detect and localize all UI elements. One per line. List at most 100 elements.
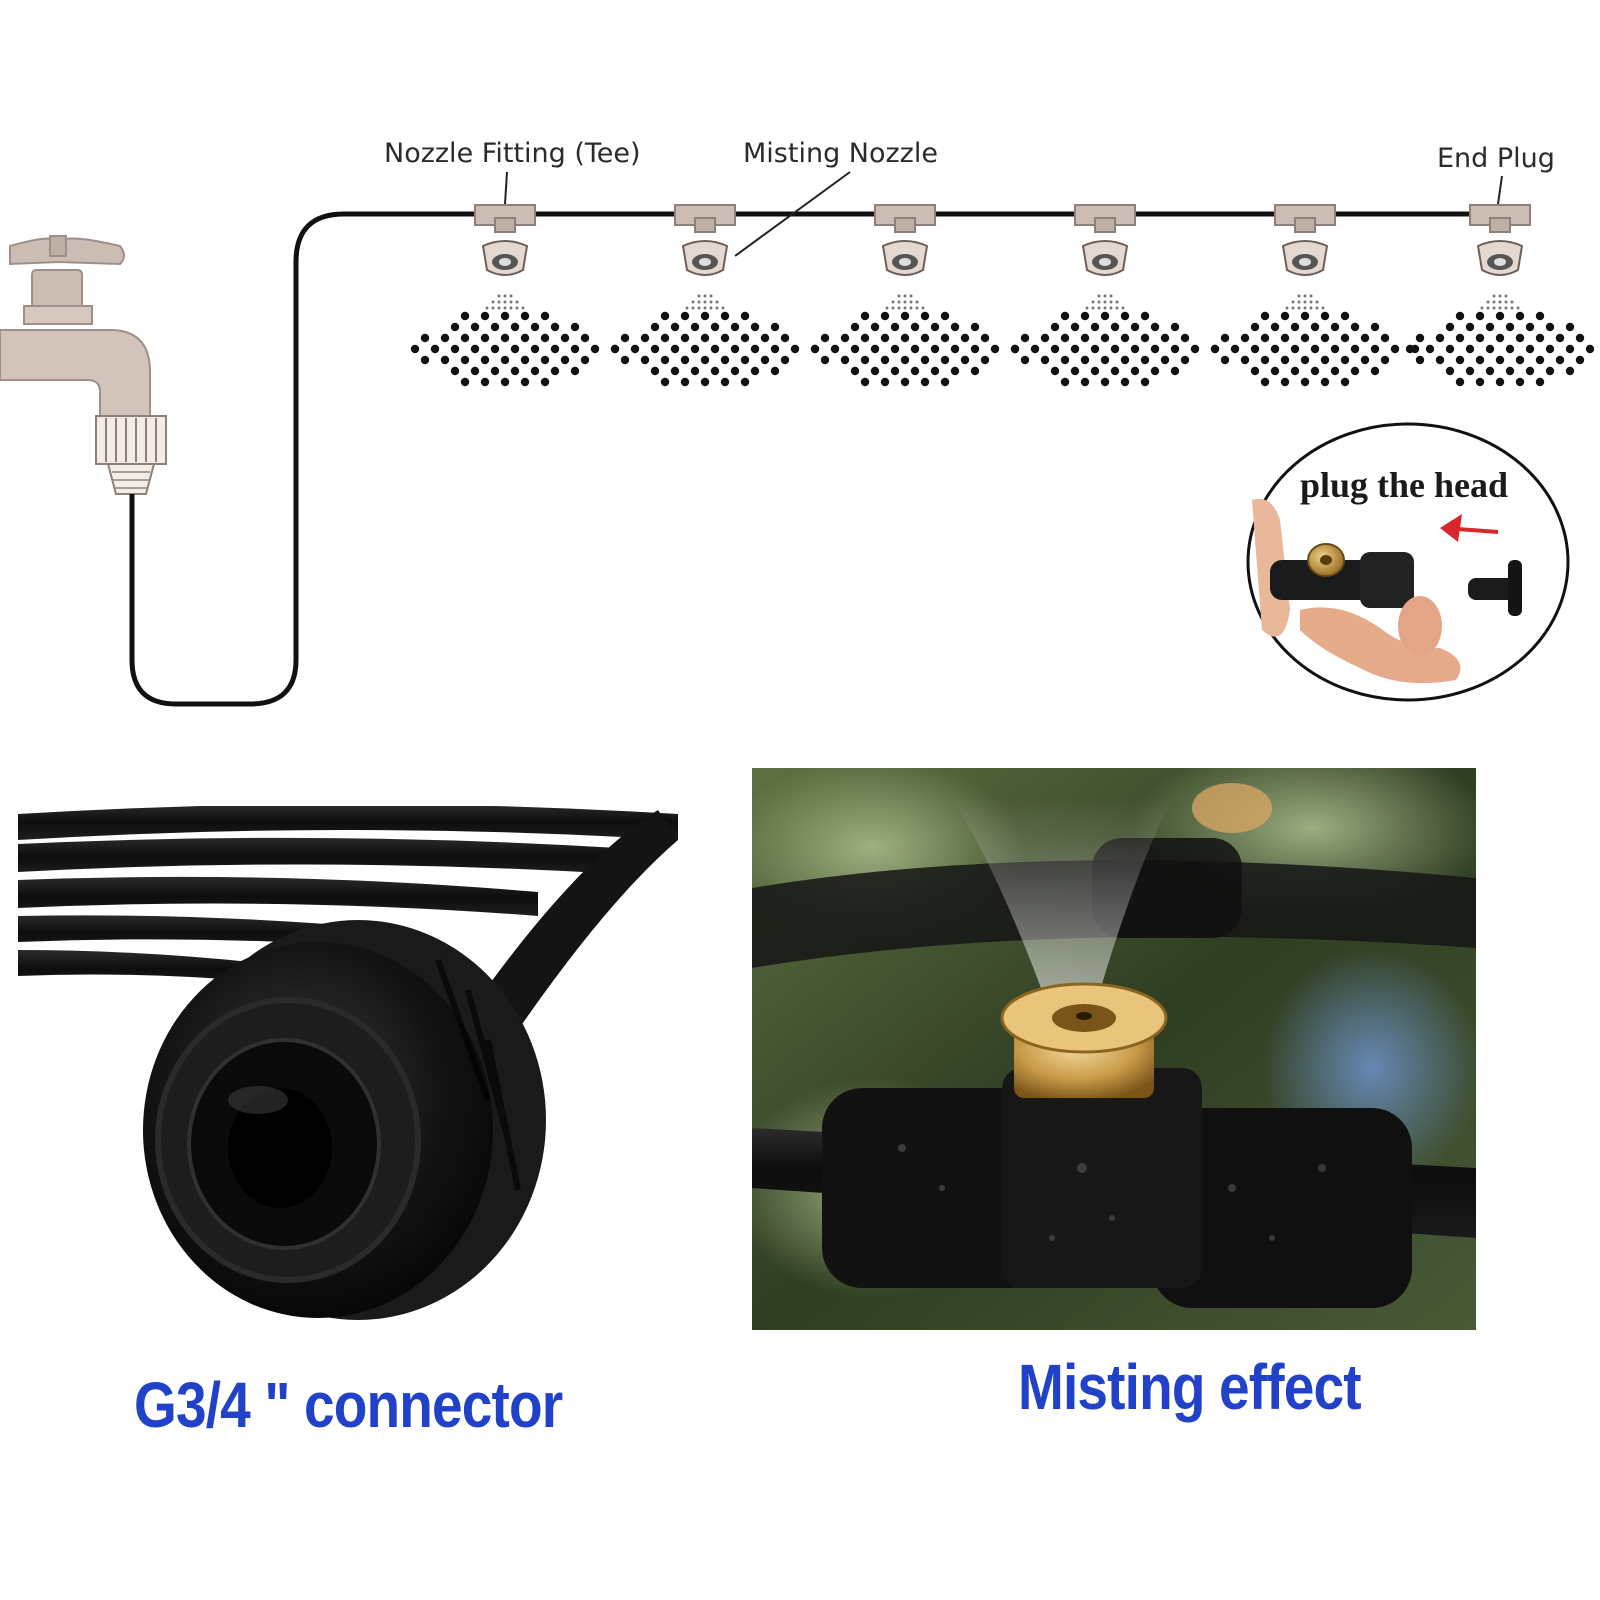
- mist-dot: [900, 333, 910, 343]
- mist-dot: [1565, 344, 1575, 354]
- mist-dot: [1360, 355, 1370, 365]
- mist-dot: [890, 344, 900, 354]
- mist-dot: [1250, 344, 1260, 354]
- mist-dot: [1140, 311, 1150, 321]
- mist-dot: [1515, 333, 1525, 343]
- mist-dot: [1310, 322, 1320, 332]
- mist-dot: [1280, 311, 1290, 321]
- mist-dot: [897, 306, 901, 310]
- mist-dot: [660, 311, 670, 321]
- mist-dot: [1291, 306, 1295, 310]
- mist-dot: [1510, 306, 1514, 310]
- mist-dot: [1515, 377, 1525, 387]
- mist-dot: [1130, 344, 1140, 354]
- mist-dot: [691, 306, 695, 310]
- mist-dot: [509, 300, 513, 304]
- mist-dot: [790, 344, 800, 354]
- mist-dot: [540, 377, 550, 387]
- mist-dot: [880, 377, 890, 387]
- mist-dot: [960, 355, 970, 365]
- mist-dot: [891, 300, 895, 304]
- mist-dot: [1170, 366, 1180, 376]
- mist-dot: [780, 355, 790, 365]
- mist-dot: [1492, 300, 1496, 304]
- misting-caption: Misting effect: [1018, 1351, 1362, 1423]
- mist-dot: [1495, 311, 1505, 321]
- mist-dot: [1535, 377, 1545, 387]
- mist-dot: [697, 300, 701, 304]
- red-arrow-icon: [1440, 514, 1499, 542]
- mist-dot: [500, 377, 510, 387]
- mist-dot: [1475, 377, 1485, 387]
- mist-dot: [690, 322, 700, 332]
- mist-dot: [703, 294, 707, 298]
- mist-dot: [1498, 300, 1502, 304]
- mist-dot: [660, 377, 670, 387]
- mist-dot: [1320, 355, 1330, 365]
- mist-dot: [1103, 294, 1107, 298]
- mist-dot: [940, 355, 950, 365]
- mist-dot: [1115, 300, 1119, 304]
- mist-dot: [891, 306, 895, 310]
- mist-dot: [1300, 311, 1310, 321]
- mist-dot: [1290, 322, 1300, 332]
- mist-dot: [1455, 355, 1465, 365]
- mist-dot: [850, 344, 860, 354]
- mist-dot: [1505, 344, 1515, 354]
- inset-caption: plug the head: [1300, 465, 1509, 505]
- mist-dot: [909, 306, 913, 310]
- mist-dot: [1505, 322, 1515, 332]
- mist-dot: [1495, 333, 1505, 343]
- leader-line-tee: [504, 171, 508, 205]
- mist-dot: [1110, 344, 1120, 354]
- mist-dot: [497, 306, 501, 310]
- plug-head-inset: [1246, 422, 1570, 702]
- mist-dot: [709, 306, 713, 310]
- mist-dot: [630, 344, 640, 354]
- mist-dot: [910, 322, 920, 332]
- mist-dot: [509, 294, 513, 298]
- mist-dot: [1300, 333, 1310, 343]
- mist-dot: [720, 355, 730, 365]
- mist-dot: [1435, 333, 1445, 343]
- mist-dot: [921, 306, 925, 310]
- mist-dot: [1040, 355, 1050, 365]
- mist-dot: [1485, 366, 1495, 376]
- mist-dot: [430, 344, 440, 354]
- misting-system-diagram: [0, 171, 1595, 707]
- mist-dot: [620, 333, 630, 343]
- mist-dot: [460, 333, 470, 343]
- mist-dot: [497, 300, 501, 304]
- mist-dot: [440, 333, 450, 343]
- mist-dot: [610, 344, 620, 354]
- mist-dot: [1535, 311, 1545, 321]
- mist-dot: [1130, 322, 1140, 332]
- mist-dot: [420, 333, 430, 343]
- mist-dot: [1370, 344, 1380, 354]
- mist-dot: [1545, 366, 1555, 376]
- mist-dot: [1545, 322, 1555, 332]
- mist-dot: [1321, 306, 1325, 310]
- mist-dot: [510, 366, 520, 376]
- mist-dot: [450, 322, 460, 332]
- connector-photo: [18, 800, 678, 1360]
- mist-dot: [850, 322, 860, 332]
- mist-dot: [670, 322, 680, 332]
- mist-dot: [1492, 306, 1496, 310]
- mist-dot: [550, 344, 560, 354]
- mist-dot: [1315, 300, 1319, 304]
- mist-dot: [1498, 294, 1502, 298]
- mist-dot: [1103, 306, 1107, 310]
- mist-dot: [890, 322, 900, 332]
- faucet-icon: [0, 235, 167, 495]
- mist-dot: [1050, 344, 1060, 354]
- mist-dot: [1270, 366, 1280, 376]
- mist-dot: [1130, 366, 1140, 376]
- mist-dot: [1270, 322, 1280, 332]
- mist-dot: [1170, 344, 1180, 354]
- mist-dot: [420, 355, 430, 365]
- mist-dot: [950, 322, 960, 332]
- mist-dot: [700, 355, 710, 365]
- tee-fitting-icon: [1274, 204, 1336, 276]
- mist-dot: [660, 333, 670, 343]
